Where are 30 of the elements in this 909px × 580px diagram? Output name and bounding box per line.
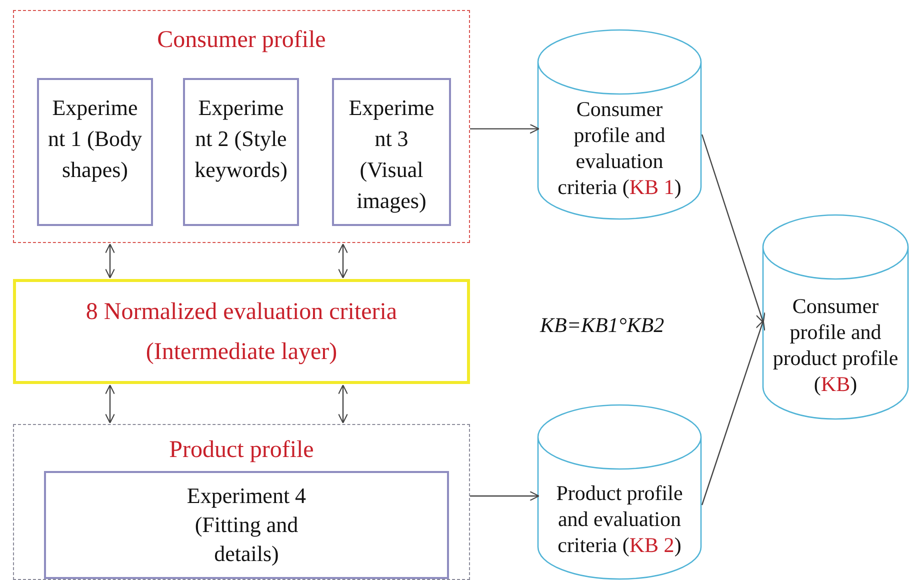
database-label: Consumer profile and evaluation criteria (KB 1) [556, 96, 682, 200]
box-label: Experime nt 1 (Body shapes) [46, 94, 144, 184]
process-box [332, 78, 451, 226]
layer-subtitle: (Intermediate layer) [144, 339, 338, 366]
arrow [701, 320, 766, 506]
arrow [338, 244, 348, 278]
arrow [104, 244, 116, 278]
layer-title: 8 Normalized evaluation criteria [84, 299, 398, 326]
process-box [13, 279, 470, 384]
box-label: Experime nt 2 (Style keywords) [194, 94, 288, 184]
process-box [183, 78, 299, 226]
database-cylinder [762, 215, 909, 420]
box-label: Experiment 4 (Fitting and details) [186, 482, 308, 568]
process-box [44, 471, 449, 579]
group-title: Product profile [168, 437, 315, 464]
arrow [470, 490, 540, 502]
arrow [470, 124, 540, 134]
database-cylinder [537, 405, 702, 580]
database-label: Consumer profile and product profile (KB) [772, 293, 898, 397]
group-title: Consumer profile [156, 27, 327, 54]
box-label: Experime nt 3 (Visual images) [348, 94, 436, 215]
database-cylinder [537, 30, 702, 220]
arrow [701, 134, 766, 323]
arrow [338, 384, 348, 424]
formula-label: KB=KB1°KB2 [540, 312, 664, 339]
arrow [104, 384, 116, 424]
process-box [37, 78, 153, 226]
group-box [13, 10, 470, 243]
group-box [13, 424, 470, 580]
database-label: Product profile and evaluation criteria (KB 2) [555, 480, 684, 558]
